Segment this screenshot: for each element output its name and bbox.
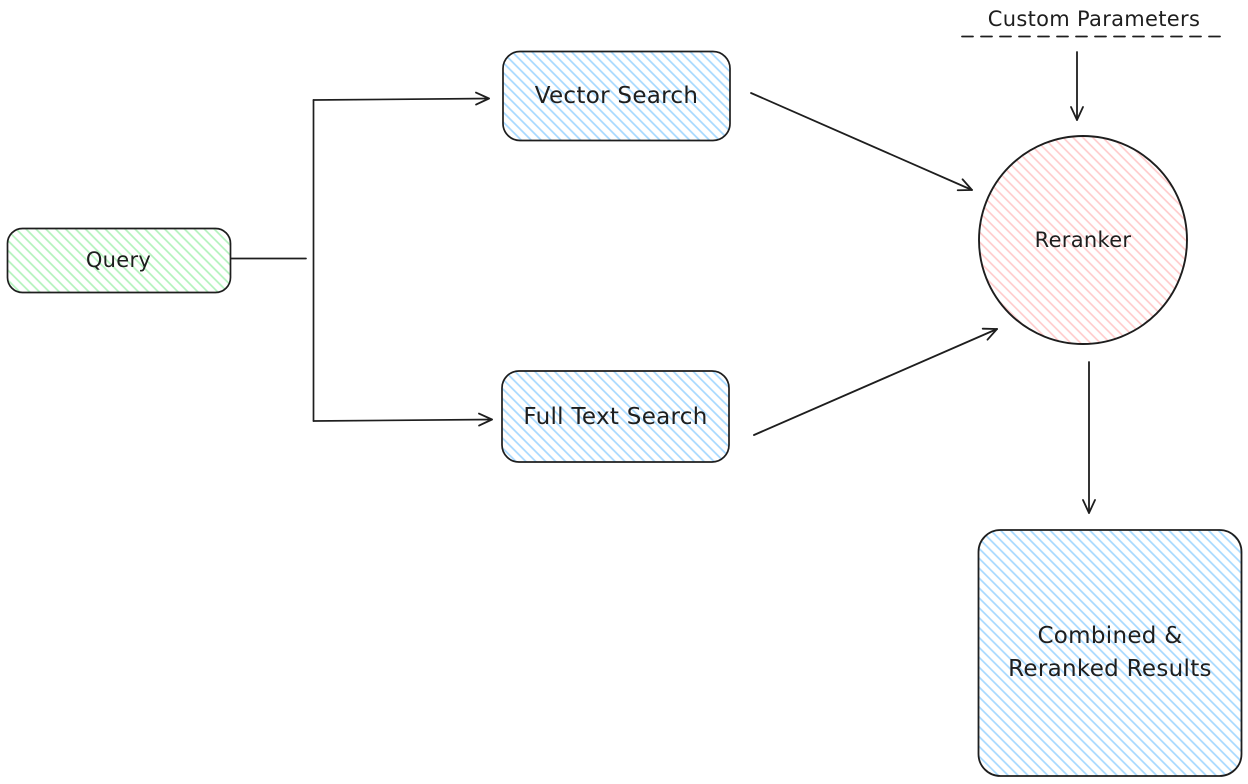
edge-query-to-full-text-search-arrow bbox=[312, 412, 493, 427]
reranker-node bbox=[978, 135, 1188, 345]
vector-search-node bbox=[502, 50, 731, 142]
full-text-search-node bbox=[501, 370, 730, 463]
edge-full-text-search-to-reranker-arrow bbox=[753, 327, 998, 436]
edge-vector-search-to-reranker-arrow bbox=[750, 92, 973, 192]
edge-query-to-vector-search-arrow bbox=[312, 91, 490, 106]
combined-results-node bbox=[977, 529, 1243, 777]
query-node bbox=[6, 227, 232, 294]
